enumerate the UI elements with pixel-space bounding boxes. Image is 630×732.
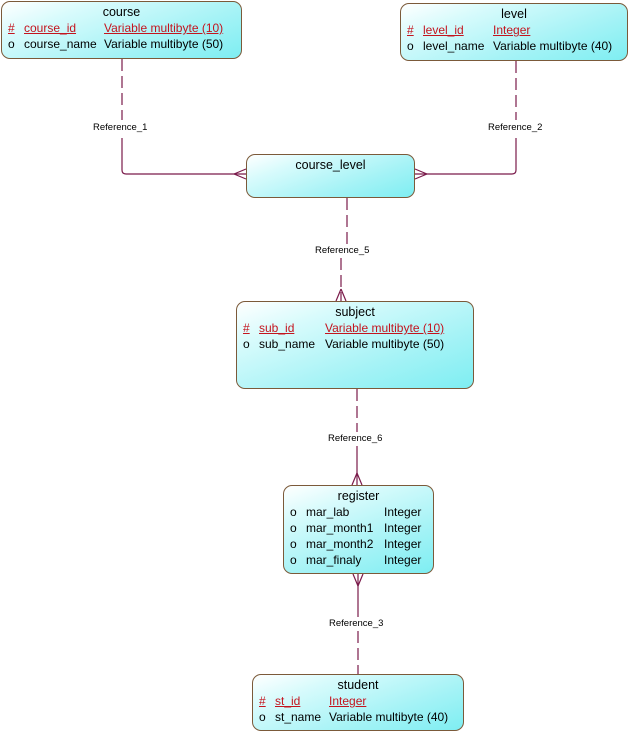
attribute-marker: o — [8, 37, 15, 51]
attribute-row[interactable]: # course_id Variable multibyte (10) — [8, 20, 227, 36]
attribute-row[interactable]: # sub_id Variable multibyte (10) — [243, 320, 448, 336]
attribute-name: mar_finaly — [306, 553, 362, 567]
reference-6-line[interactable] — [351, 389, 363, 486]
attribute-type: Integer — [384, 537, 422, 551]
primary-key-marker: # — [259, 694, 266, 708]
attribute-marker: o — [290, 553, 297, 567]
attribute-type: Variable multibyte (50) — [104, 37, 224, 51]
attribute-marker: o — [290, 505, 297, 519]
attribute-type: Variable multibyte (10) — [104, 21, 224, 35]
attribute-type: Variable multibyte (40) — [493, 39, 613, 53]
entity-course[interactable]: course # course_id Variable multibyte (1… — [1, 1, 242, 59]
attribute-list: # st_id Integer o st_name Variable multi… — [259, 693, 452, 725]
entity-register[interactable]: register o mar_lab Integer o mar_month1 … — [283, 485, 434, 574]
attribute-marker: o — [290, 521, 297, 535]
attribute-name: sub_id — [259, 321, 295, 335]
entity-title: subject — [335, 305, 375, 319]
attribute-row[interactable]: o mar_lab Integer — [290, 504, 425, 520]
crowfoot-icon — [233, 168, 247, 180]
attribute-row[interactable]: o mar_month2 Integer — [290, 536, 425, 552]
attribute-list: # level_id Integer o level_name Variable… — [407, 22, 616, 54]
attribute-row[interactable]: # st_id Integer — [259, 693, 452, 709]
attribute-row[interactable]: o course_name Variable multibyte (50) — [8, 36, 227, 52]
attribute-type: Integer — [493, 23, 531, 37]
entity-title: course_level — [295, 158, 366, 172]
entity-student[interactable]: student # st_id Integer o st_name Variab… — [252, 674, 464, 731]
attribute-name: course_name — [24, 37, 97, 51]
attribute-name: level_name — [423, 39, 485, 53]
attribute-row[interactable]: o mar_month1 Integer — [290, 520, 425, 536]
reference-1-line[interactable] — [121, 59, 247, 180]
entity-title: student — [337, 678, 379, 692]
crowfoot-icon — [351, 472, 363, 486]
reference-3-line[interactable] — [352, 573, 364, 674]
attribute-type: Variable multibyte (40) — [329, 710, 449, 724]
entity-title: course — [102, 5, 141, 19]
entity-subject[interactable]: subject # sub_id Variable multibyte (10)… — [236, 301, 474, 389]
attribute-list: # course_id Variable multibyte (10) o co… — [8, 20, 227, 52]
crowfoot-icon — [335, 288, 347, 302]
attribute-name: sub_name — [259, 337, 316, 351]
crowfoot-icon — [414, 168, 428, 180]
attribute-type: Integer — [384, 553, 422, 567]
attribute-row[interactable]: # level_id Integer — [407, 22, 616, 38]
reference-5-label[interactable]: Reference_5 — [314, 245, 371, 256]
attribute-name: level_id — [423, 23, 464, 37]
reference-1-label[interactable]: Reference_1 — [92, 122, 149, 133]
attribute-type: Variable multibyte (50) — [325, 337, 445, 351]
crowfoot-icon — [352, 573, 364, 587]
attribute-list: o mar_lab Integer o mar_month1 Integer o… — [290, 504, 425, 568]
attribute-type: Integer — [329, 694, 367, 708]
reference-3-label[interactable]: Reference_3 — [328, 618, 385, 629]
attribute-type: Variable multibyte (10) — [325, 321, 445, 335]
attribute-marker: o — [259, 710, 266, 724]
entity-title: level — [501, 7, 527, 21]
attribute-marker: o — [243, 337, 250, 351]
reference-6-label[interactable]: Reference_6 — [327, 433, 384, 444]
reference-2-label[interactable]: Reference_2 — [487, 122, 544, 133]
attribute-name: mar_lab — [306, 505, 350, 519]
attribute-name: mar_month1 — [306, 521, 374, 535]
entity-course-level[interactable]: course_level — [246, 154, 415, 198]
attribute-row[interactable]: o sub_name Variable multibyte (50) — [243, 336, 448, 352]
attribute-name: mar_month2 — [306, 537, 374, 551]
reference-5-line[interactable] — [335, 198, 348, 302]
attribute-list: # sub_id Variable multibyte (10) o sub_n… — [243, 320, 448, 352]
attribute-row[interactable]: o level_name Variable multibyte (40) — [407, 38, 616, 54]
attribute-type: Integer — [384, 505, 422, 519]
entity-level[interactable]: level # level_id Integer o level_name Va… — [400, 3, 628, 61]
attribute-type: Integer — [384, 521, 422, 535]
primary-key-marker: # — [8, 21, 15, 35]
entity-title: register — [337, 489, 380, 503]
attribute-marker: o — [407, 39, 414, 53]
attribute-name: st_name — [275, 710, 322, 724]
primary-key-marker: # — [243, 321, 250, 335]
attribute-row[interactable]: o st_name Variable multibyte (40) — [259, 709, 452, 725]
attribute-name: st_id — [275, 694, 301, 708]
reference-2-line[interactable] — [414, 61, 517, 180]
attribute-marker: o — [290, 537, 297, 551]
attribute-name: course_id — [24, 21, 77, 35]
primary-key-marker: # — [407, 23, 414, 37]
attribute-row[interactable]: o mar_finaly Integer — [290, 552, 425, 568]
